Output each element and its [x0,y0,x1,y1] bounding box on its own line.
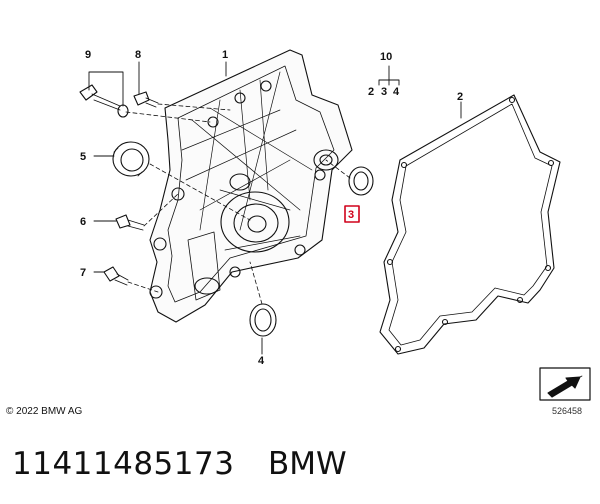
timing-cover-housing [149,49,353,323]
shaft-seal-ring [112,141,150,177]
part-number: 11411485173 [12,446,235,482]
bolt [103,266,129,286]
callout-2: 2 [457,91,463,103]
callout-10-sub-4: 4 [393,86,400,98]
bolt [133,91,159,108]
callout-6: 6 [80,216,86,228]
callout-8: 8 [135,49,141,61]
gasket [379,94,561,355]
view-direction-arrow-icon [539,367,591,401]
o-ring [348,166,374,196]
callout-10: 10 [380,51,392,63]
callout-9: 9 [85,49,91,61]
bolt [115,214,145,231]
callout-10-sub-3: 3 [381,86,387,98]
brand-name: BMW [268,446,347,482]
parts-diagram: 1 2 3 4 5 6 7 8 9 10 2 3 4 [79,49,591,401]
sealing-ring [249,303,277,337]
copyright-notice: © 2022 BMW AG [6,406,83,417]
bolt [79,84,121,111]
callout-7: 7 [80,267,86,279]
callout-1: 1 [222,49,228,61]
callout-5: 5 [80,151,86,163]
diagram-id: 526458 [552,406,583,416]
highlight-box [344,205,360,223]
washer [117,104,129,118]
callout-10-sub-2: 2 [368,86,374,98]
callout-4: 4 [258,355,265,367]
callout-3: 3 [348,209,354,221]
